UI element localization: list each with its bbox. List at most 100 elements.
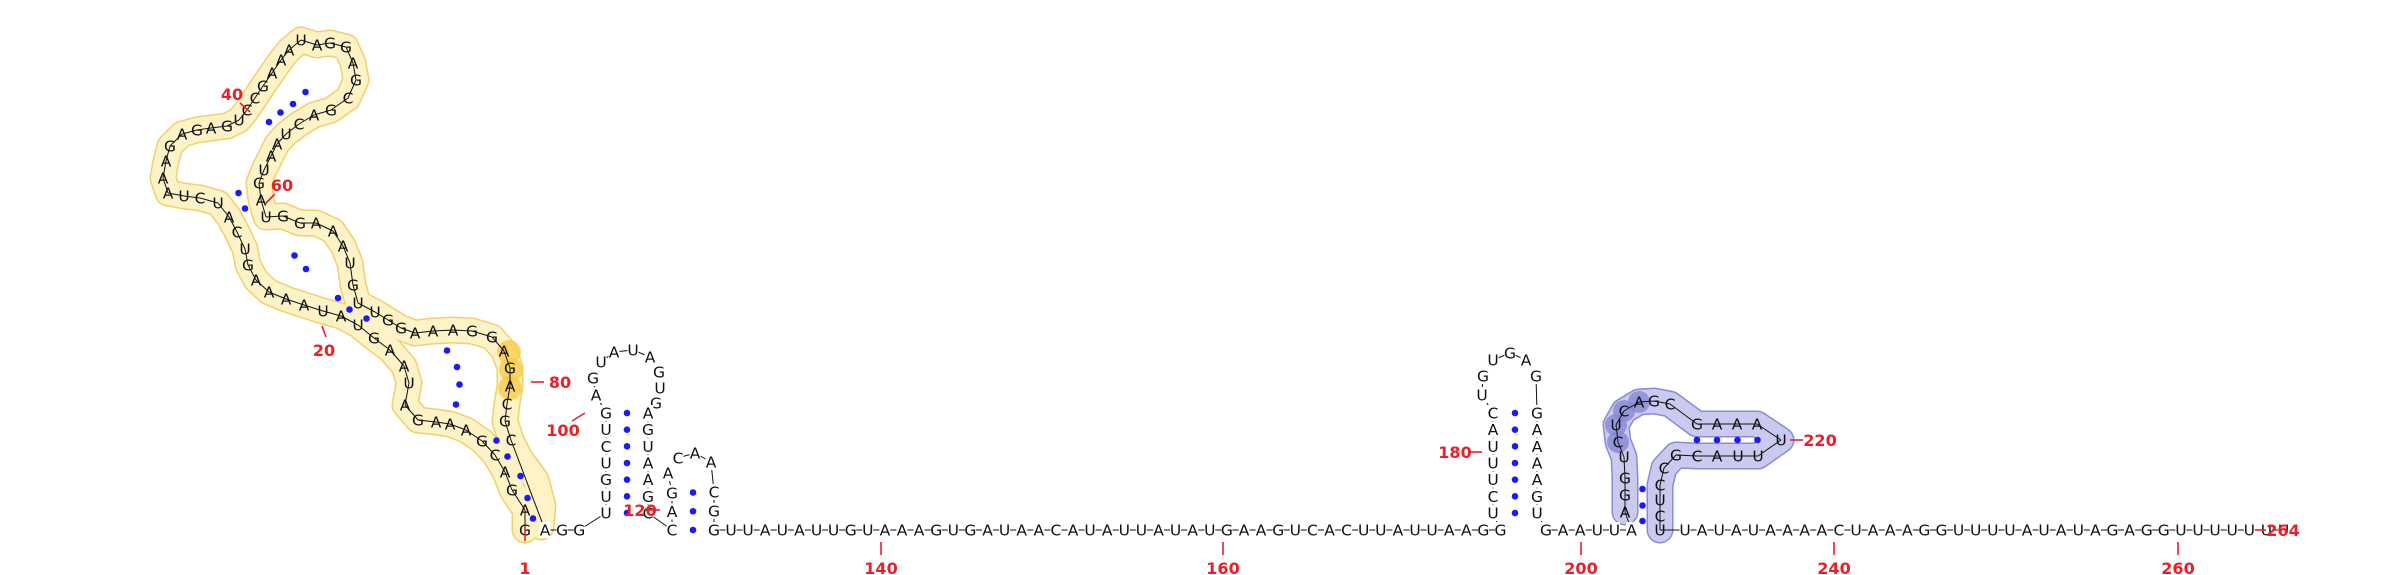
base-pair-dot <box>302 265 310 273</box>
nucleotide-160: U <box>1409 522 1420 540</box>
nucleotide-126: U <box>828 522 839 540</box>
backbone-link <box>1623 401 1640 412</box>
nucleotide-236: U <box>2004 522 2015 540</box>
nucleotide-200: G <box>1648 393 1660 411</box>
nucleotide-118: G <box>708 503 720 521</box>
nucleotide-86: G <box>573 522 585 540</box>
nucleotide-123: U <box>777 522 788 540</box>
nucleotide-bg <box>2243 522 2255 538</box>
backbone-link <box>449 423 467 431</box>
nucleotide-bg <box>708 484 720 500</box>
base-pair-dot <box>453 363 461 371</box>
nucleotide-100: G <box>653 364 665 382</box>
nucleotide-bg <box>642 505 654 521</box>
nucleotide-194: G <box>1619 470 1631 488</box>
nucleotide-bg <box>1255 522 1267 538</box>
backbone-link <box>389 349 405 367</box>
backbone-link <box>247 264 257 281</box>
nucleotide-bg <box>642 471 654 488</box>
backbone-link <box>329 42 347 48</box>
backbone-link <box>1756 423 1782 441</box>
nucleotide-bg <box>982 522 993 538</box>
nucleotide-163: A <box>1461 522 1472 540</box>
nucleotide-109: C <box>643 505 654 523</box>
nucleotide-bg <box>1375 522 1387 538</box>
nucleotide-213: C <box>1655 477 1666 495</box>
tick-40 <box>239 102 251 113</box>
nucleotide-148: U <box>1204 522 1215 540</box>
nucleotide-138: A <box>1033 522 1044 540</box>
nucleotide-93: G <box>600 405 612 423</box>
nucleotide-134: G <box>964 522 976 540</box>
nucleotide-bg <box>1867 522 1879 538</box>
nucleotide-bg <box>1238 522 1250 538</box>
nucleotide-211: G <box>1670 447 1682 465</box>
nucleotide-58: U <box>258 162 269 180</box>
base-pair-dot <box>452 401 460 408</box>
nucleotide-217: U <box>1679 522 1690 540</box>
nucleotide-bg <box>642 455 654 471</box>
nucleotide-32: A <box>161 153 172 171</box>
position-label-220: 220 <box>1803 431 1836 450</box>
base-pair-layer <box>235 88 1761 534</box>
position-label-180: 180 <box>1438 443 1471 462</box>
nucleotide-197: U <box>1610 417 1621 435</box>
backbone-link <box>1669 403 1698 425</box>
backbone-link <box>217 202 230 218</box>
nucleotide-bg <box>650 395 662 411</box>
nucleotide-bg <box>1084 522 1096 538</box>
base-pair-dot <box>334 294 342 302</box>
nucleotide-bg <box>2158 522 2170 538</box>
nucleotide-bg <box>689 445 701 461</box>
backbone-link <box>263 155 272 171</box>
nucleotide-bg <box>1520 352 1532 368</box>
nucleotide-bg <box>1531 438 1543 455</box>
nucleotide-234: U <box>1970 522 1981 540</box>
nucleotide-bg <box>642 438 654 455</box>
nucleotide-169: U <box>1487 455 1498 473</box>
nucleotide-84: A <box>540 522 551 540</box>
backbone-link <box>330 97 349 111</box>
nucleotide-10: G <box>412 412 424 430</box>
nucleotide-189: U <box>1592 522 1603 540</box>
nucleotide-bg <box>705 454 717 470</box>
nucleotide-57: A <box>266 148 277 166</box>
nucleotide-159: A <box>1393 522 1404 540</box>
nucleotide-20: A <box>281 291 292 309</box>
nucleotide-bg <box>1477 368 1489 384</box>
nucleotide-bg <box>913 522 925 538</box>
nucleotide-18: U <box>317 303 328 321</box>
nucleotide-28: C <box>195 190 206 208</box>
nucleotide-bg <box>896 522 908 538</box>
backbone-link <box>494 454 506 473</box>
backbone-link <box>285 298 305 306</box>
highlight-dark-spot <box>497 340 521 364</box>
nucleotide-203: A <box>1712 416 1723 434</box>
nucleotide-141: U <box>1084 522 1095 540</box>
backbone-link <box>432 329 454 332</box>
nucleotide-bg <box>600 488 612 505</box>
nucleotide-bg <box>600 421 612 438</box>
nucleotide-106: A <box>643 455 654 473</box>
nucleotide-bg <box>1850 522 1862 538</box>
nucleotide-bg <box>600 505 612 521</box>
nucleotide-3: G <box>506 482 518 500</box>
nucleotide-95: G <box>587 370 599 388</box>
nucleotide-229: A <box>1885 522 1896 540</box>
base-pair-dot <box>623 426 631 433</box>
nucleotide-4: A <box>500 464 511 482</box>
position-label-140: 140 <box>864 559 897 575</box>
backbone-link <box>400 327 416 334</box>
nucleotide-176: G <box>1504 345 1516 363</box>
nucleotide-bg <box>1487 505 1499 521</box>
nucleotide-bg <box>845 522 857 538</box>
nucleotide-bg <box>1531 505 1543 521</box>
nucleotide-50: G <box>350 72 362 90</box>
nucleotide-bg <box>1765 522 1776 538</box>
nucleotide-38: U <box>233 112 244 130</box>
nucleotide-bg <box>2278 522 2289 538</box>
nucleotide-114: C <box>673 450 684 468</box>
backbone-link <box>199 197 219 204</box>
nucleotide-88: U <box>600 488 611 506</box>
